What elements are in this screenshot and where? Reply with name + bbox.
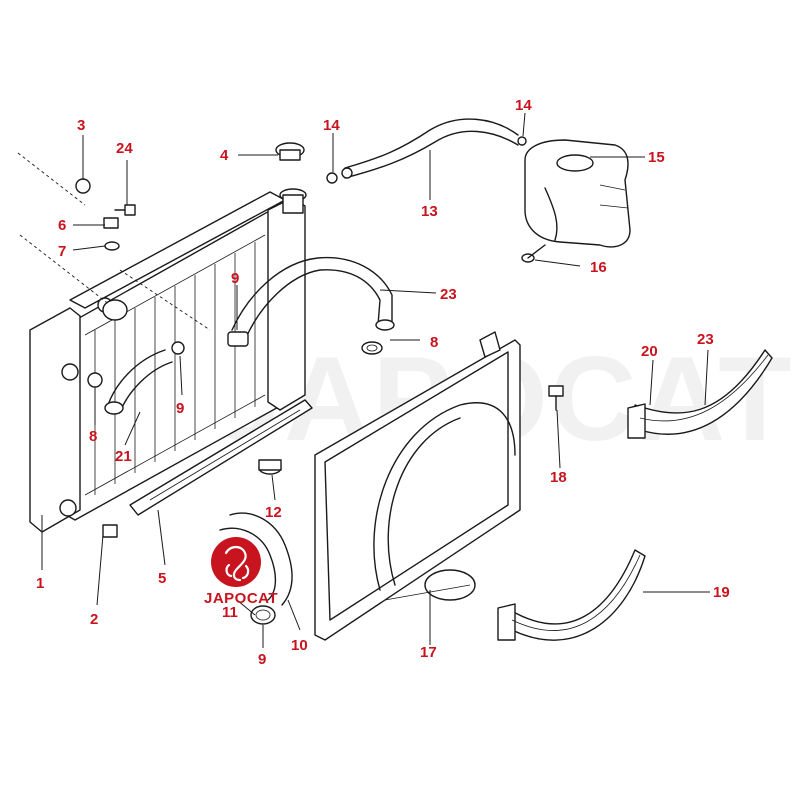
callout-9b: 9 xyxy=(176,400,184,417)
callout-7: 7 xyxy=(58,243,66,260)
callout-1: 1 xyxy=(36,575,44,592)
callout-5: 5 xyxy=(158,570,166,587)
callout-20: 20 xyxy=(641,343,658,360)
callout-17: 17 xyxy=(420,644,437,661)
bolt-16 xyxy=(521,244,546,263)
callout-18: 18 xyxy=(550,469,567,486)
small-fasteners xyxy=(75,178,383,538)
fan-shroud xyxy=(314,331,521,641)
callout-2: 2 xyxy=(90,611,98,628)
reservoir-tank xyxy=(524,139,631,248)
callout-19: 19 xyxy=(713,584,730,601)
callout-14b: 14 xyxy=(515,97,532,114)
radiator xyxy=(29,188,313,533)
callout-24: 24 xyxy=(116,140,133,157)
bolt-18 xyxy=(548,385,564,411)
callout-9a: 9 xyxy=(231,270,239,287)
logo-text: JAPOCAT xyxy=(204,590,278,607)
callout-23b: 23 xyxy=(697,331,714,348)
japocat-logo: JAPOCAT xyxy=(204,537,278,607)
callout-13: 13 xyxy=(421,203,438,220)
callout-23a: 23 xyxy=(440,286,457,303)
callout-6: 6 xyxy=(58,217,66,234)
callout-9c: 9 xyxy=(258,651,266,668)
callouts: 1 2 3 4 5 6 7 8 8 9 9 9 10 11 12 13 14 1… xyxy=(36,97,730,668)
callout-15: 15 xyxy=(648,149,665,166)
leader-lines xyxy=(17,112,710,648)
bracket-20-23 xyxy=(627,349,773,439)
callout-8a: 8 xyxy=(89,428,97,445)
callout-14a: 14 xyxy=(323,117,340,134)
cap-12 xyxy=(258,459,282,475)
callout-21: 21 xyxy=(115,448,132,465)
callout-8b: 8 xyxy=(430,334,438,351)
bracket-19 xyxy=(497,549,646,641)
callout-4: 4 xyxy=(220,147,229,164)
cat-icon xyxy=(224,545,250,582)
callout-3: 3 xyxy=(77,117,85,134)
callout-11: 11 xyxy=(222,604,238,621)
callout-12: 12 xyxy=(265,504,282,521)
callout-10: 10 xyxy=(291,637,308,654)
callout-16: 16 xyxy=(590,259,607,276)
